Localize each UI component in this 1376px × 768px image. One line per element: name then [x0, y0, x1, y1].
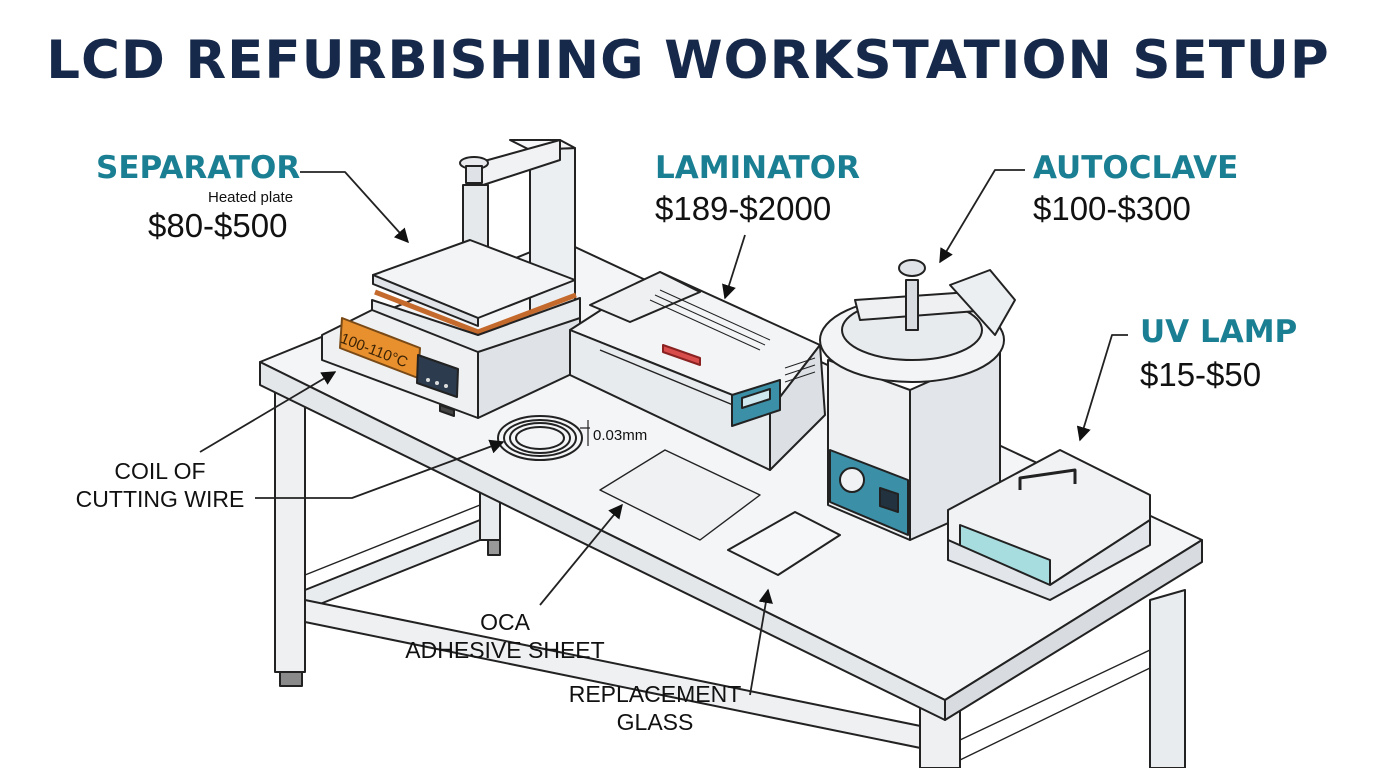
- separator-price: $80-$500: [148, 207, 288, 244]
- laminator-price: $189-$2000: [655, 190, 832, 227]
- replacement-glass: [727, 511, 841, 576]
- uv-lamp-machine: [947, 449, 1151, 601]
- wire-coil: [497, 415, 590, 461]
- glass-callout-line1: REPLACEMENT: [568, 681, 742, 707]
- arrow-oca: [539, 503, 623, 606]
- wire-dimension: 0.03mm: [593, 427, 648, 444]
- wire-callout-line1: COIL OF: [114, 458, 206, 484]
- arrow-wire: [255, 439, 505, 499]
- separator-name: SEPARATOR: [96, 150, 301, 186]
- autoclave-name: AUTOCLAVE: [1033, 150, 1239, 186]
- arrow-laminator: [722, 234, 746, 300]
- glass-callout: REPLACEMENT GLASS: [560, 680, 750, 736]
- uv-lamp-price: $15-$50: [1140, 356, 1262, 393]
- oca-callout-line1: OCA: [480, 609, 530, 635]
- wire-callout: COIL OF CUTTING WIRE: [70, 457, 250, 513]
- autoclave-price: $100-$300: [1033, 190, 1191, 227]
- arrow-autoclave: [939, 169, 1025, 264]
- oca-callout: OCA ADHESIVE SHEET: [400, 608, 610, 664]
- arrow-separator: [300, 171, 409, 244]
- autoclave-machine: [819, 259, 1016, 541]
- oca-callout-line2: ADHESIVE SHEET: [405, 637, 605, 663]
- oca-sheet: [599, 449, 761, 541]
- wire-callout-line2: CUTTING WIRE: [75, 486, 245, 512]
- glass-callout-line2: GLASS: [616, 709, 694, 735]
- page-title: LCD REFURBISHING WORKSTATION SETUP: [46, 30, 1330, 91]
- separator-note: Heated plate: [208, 189, 294, 206]
- arrow-coil-separator: [199, 371, 337, 453]
- arrow-glass: [749, 588, 773, 696]
- laminator-name: LAMINATOR: [655, 150, 861, 186]
- separator-machine: [321, 139, 581, 419]
- laminator-machine: [569, 271, 826, 471]
- arrow-uv-lamp: [1076, 334, 1128, 442]
- uv-lamp-name: UV LAMP: [1140, 314, 1298, 350]
